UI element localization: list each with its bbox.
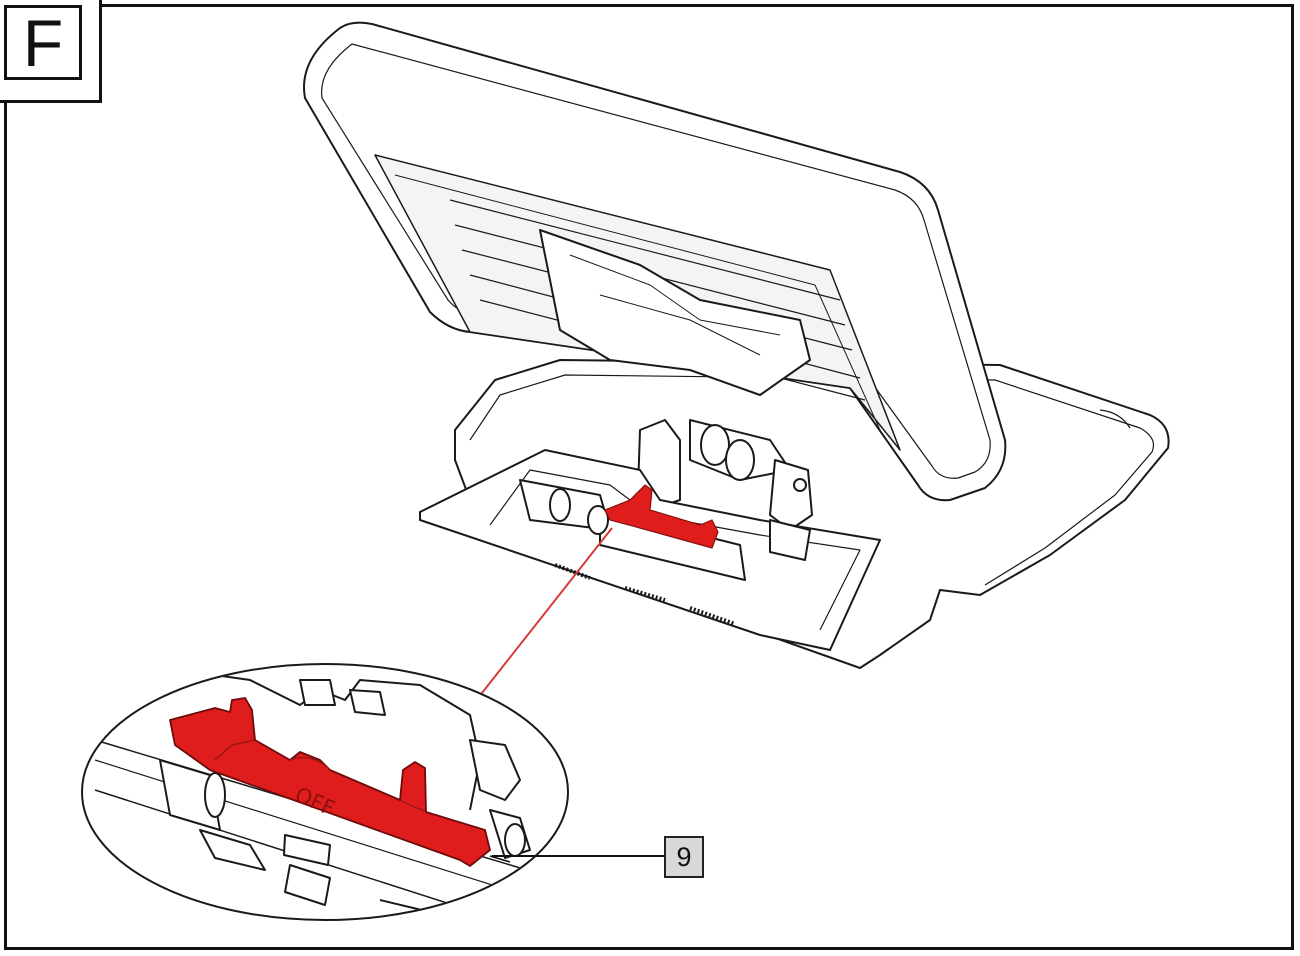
off-switch-detail: OFF bbox=[169, 697, 491, 867]
callout-number-box: 9 bbox=[664, 836, 704, 878]
callout-number: 9 bbox=[676, 841, 692, 872]
figure-frame bbox=[4, 4, 1294, 950]
display-frame bbox=[303, 21, 1007, 502]
step-letter: F bbox=[22, 5, 64, 80]
switch-highlight-small bbox=[604, 484, 719, 549]
leader-line bbox=[477, 527, 613, 699]
step-label-box: F bbox=[4, 5, 82, 80]
step-tab: F bbox=[0, 0, 102, 103]
